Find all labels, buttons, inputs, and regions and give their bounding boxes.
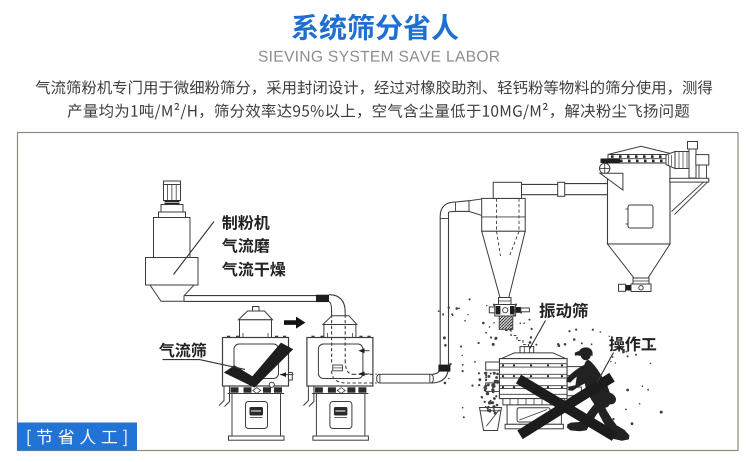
- page-title-text: [292, 13, 459, 41]
- description-line2-text: [67, 102, 690, 120]
- airflow-sieve-right: [303, 315, 374, 441]
- text-glyphs: [158, 342, 207, 358]
- label-mill-line3: [221, 261, 286, 277]
- label-mill-line2: [221, 238, 270, 254]
- text-glyphs: [221, 238, 270, 254]
- label-mill-line1: [222, 215, 270, 231]
- dust-particles: [437, 298, 663, 428]
- text-glyphs: [222, 215, 270, 231]
- dust-collector: [598, 141, 710, 292]
- label-vibrating-sieve: [539, 302, 588, 319]
- page-subtitle-text: [258, 50, 500, 62]
- dust-dots: [437, 298, 663, 428]
- text-glyphs: [35, 80, 713, 95]
- airflow-sieve-right-internals: [331, 314, 377, 384]
- pipe-mill-to-sieve: [184, 294, 346, 315]
- checkmark-icon: [223, 342, 294, 388]
- label-leader-lines: [162, 221, 614, 383]
- airflow-sieve-left-details: [268, 372, 294, 388]
- text-glyphs: [221, 261, 286, 277]
- text-glyphs: [609, 336, 657, 352]
- label-airflow-sieve: [158, 342, 207, 358]
- label-operator: [609, 336, 657, 352]
- mill-machine: [145, 180, 199, 302]
- labor-saving-badge: [17, 422, 137, 451]
- zigzag-chute: [505, 329, 530, 349]
- arrow-right-icon: [284, 316, 306, 329]
- text-glyphs: [539, 302, 588, 319]
- diagram-frame: [16, 131, 739, 452]
- description-line1-text: [35, 80, 713, 95]
- x-mark-icon: [515, 372, 618, 441]
- text-glyphs: [258, 50, 500, 62]
- pipe-sieve-to-cyclone: [376, 198, 484, 384]
- text-glyphs: [292, 13, 459, 41]
- text-glyphs: [67, 102, 690, 120]
